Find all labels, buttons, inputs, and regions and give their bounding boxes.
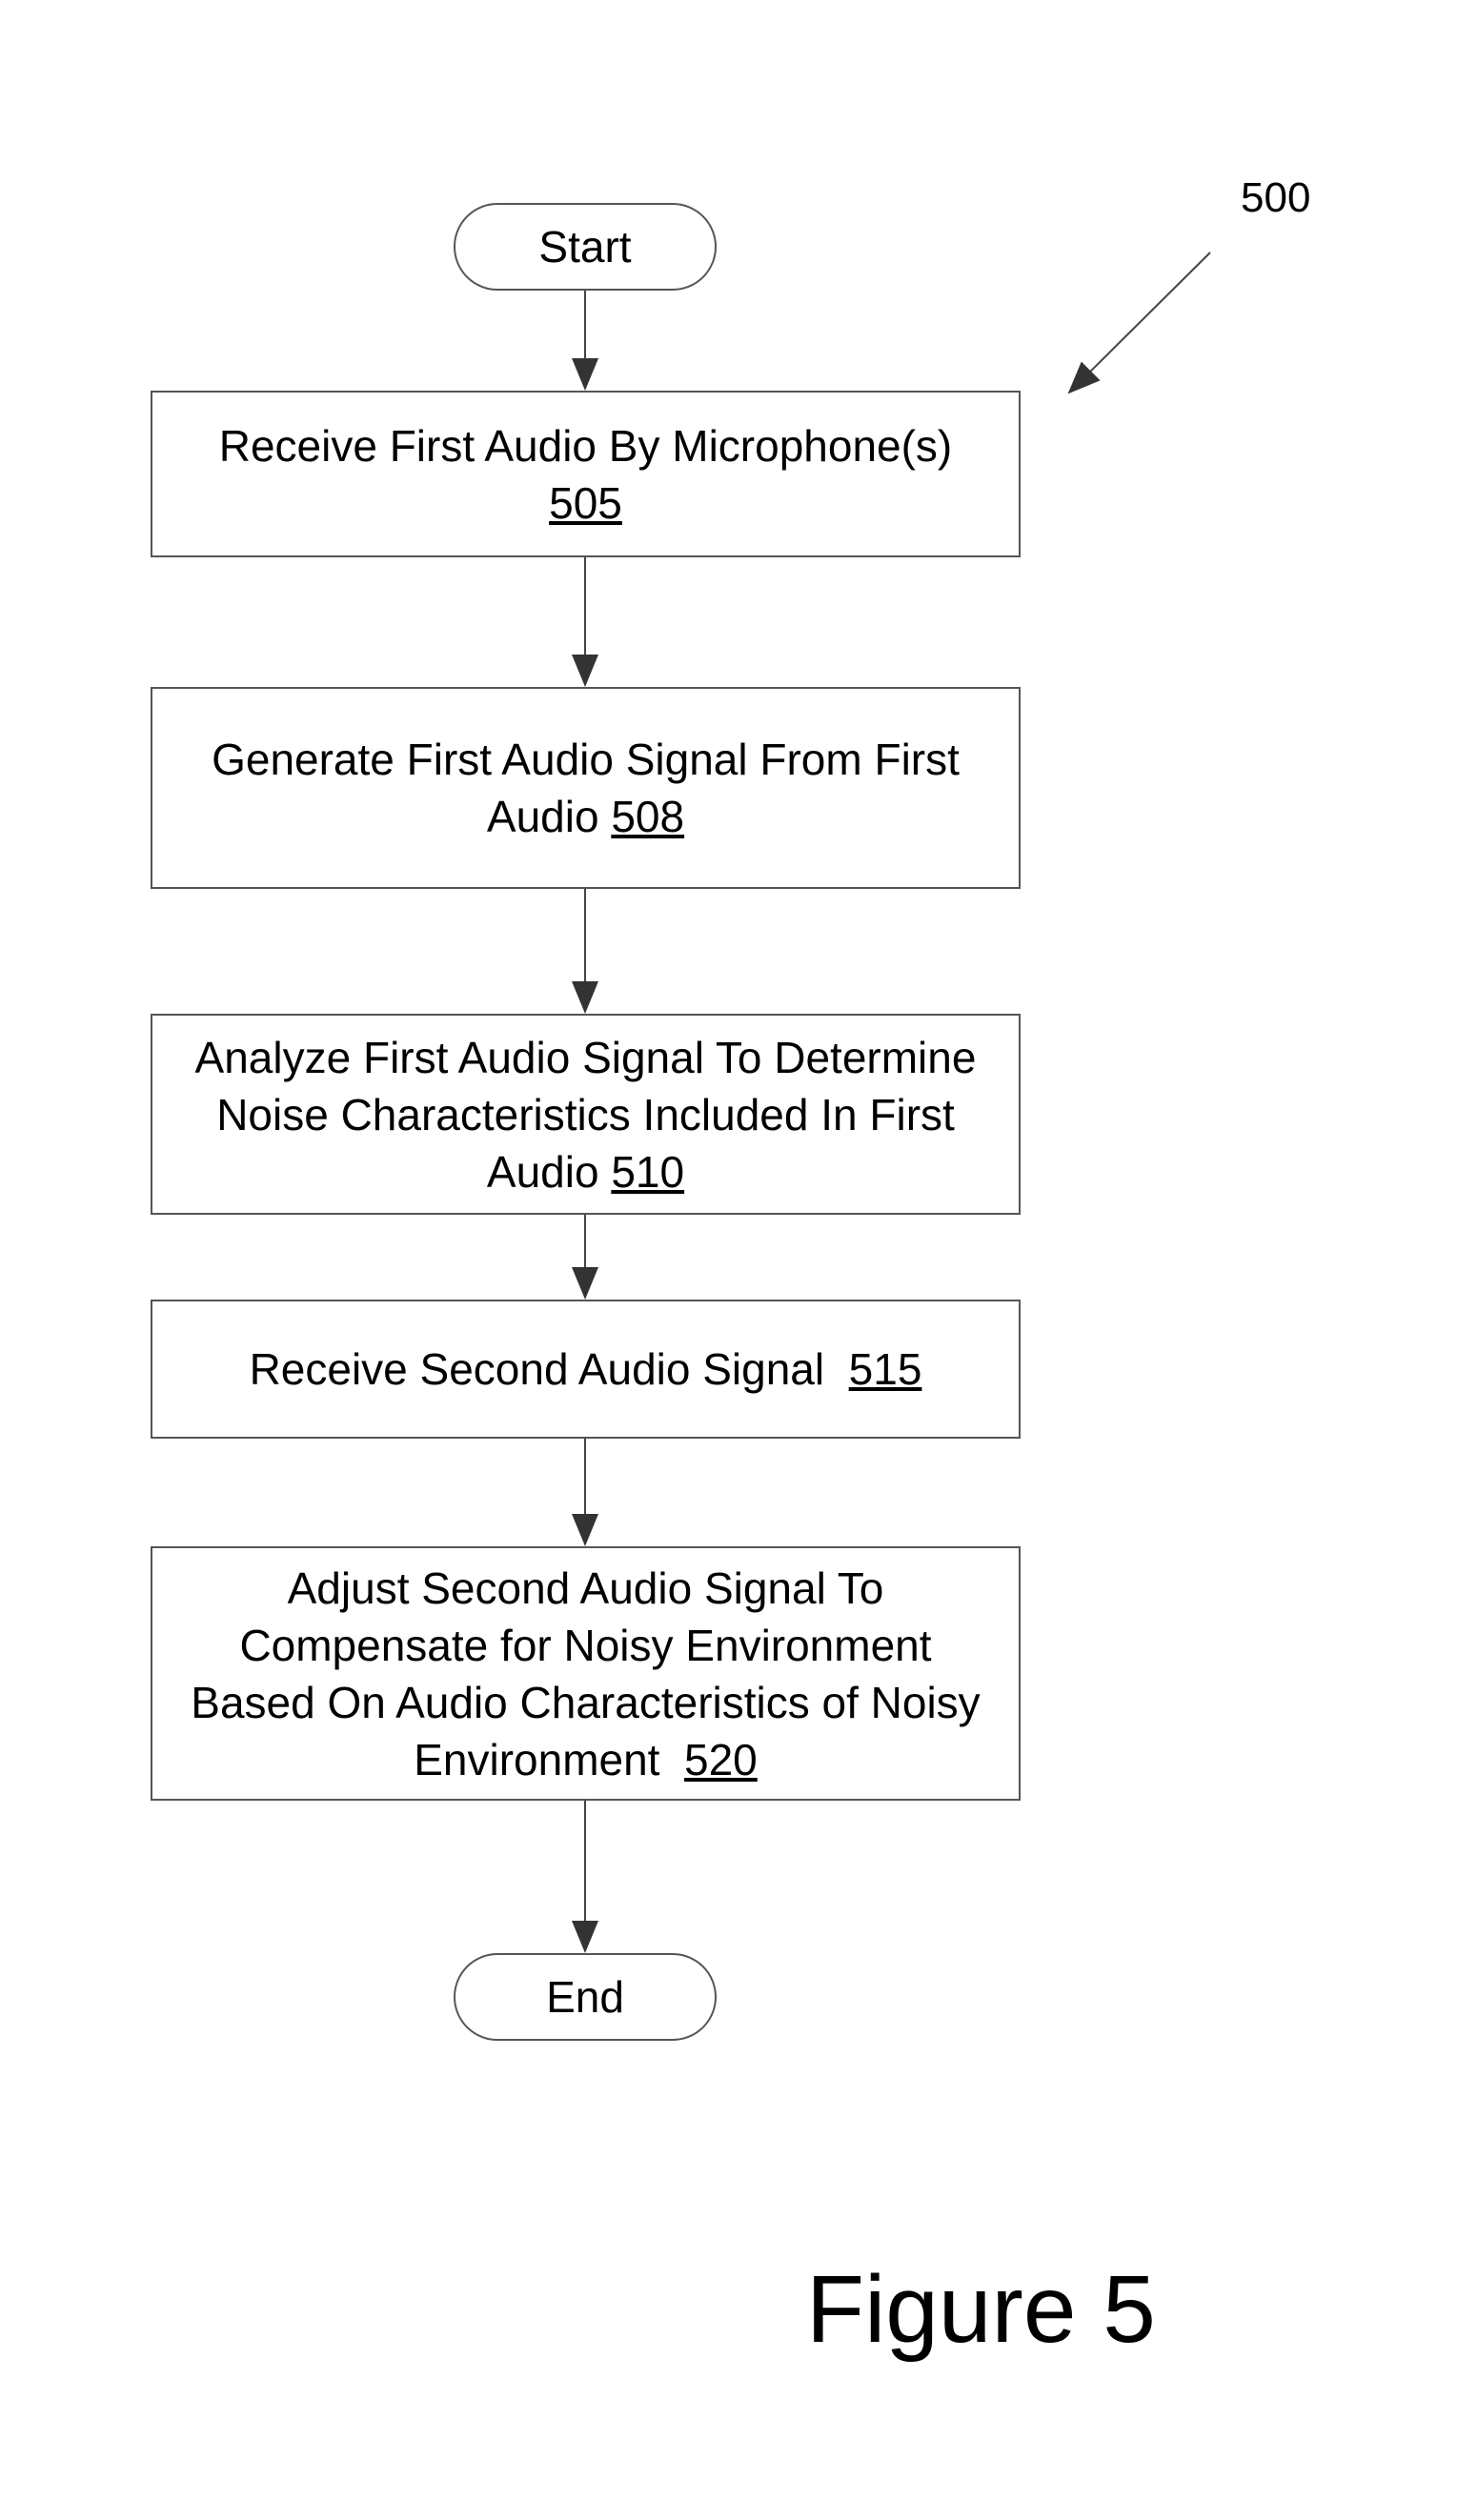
- step-box-508: Generate First Audio Signal From First A…: [151, 687, 1021, 889]
- step-515-ref: 515: [849, 1344, 922, 1394]
- step-510-ref: 510: [611, 1147, 684, 1197]
- step-box-515: Receive Second Audio Signal 515: [151, 1300, 1021, 1439]
- start-terminal: Start: [454, 203, 717, 291]
- step-510-trailing: Audio: [487, 1147, 611, 1197]
- step-508-trailing: Audio: [487, 792, 611, 841]
- step-510-line-2: Noise Characteristics Included In First: [195, 1086, 977, 1143]
- diagram-reference-number: 500: [1241, 174, 1310, 222]
- step-508-line-1: Generate First Audio Signal From First: [212, 731, 960, 788]
- step-520-line-3: Based On Audio Characteristics of Noisy: [191, 1674, 980, 1731]
- step-508-ref: 508: [611, 792, 684, 841]
- reference-pointer-arrow: [1069, 252, 1210, 393]
- step-box-520: Adjust Second Audio Signal To Compensate…: [151, 1546, 1021, 1801]
- step-520-ref: 520: [684, 1735, 758, 1784]
- step-520-trailing: Environment: [414, 1735, 684, 1784]
- step-515-trailing: Receive Second Audio Signal: [250, 1344, 849, 1394]
- step-505-line-1: Receive First Audio By Microphone(s): [219, 417, 953, 474]
- step-520-line-1: Adjust Second Audio Signal To: [191, 1560, 980, 1617]
- figure-caption: Figure 5: [806, 2255, 1156, 2365]
- end-terminal: End: [454, 1953, 717, 2041]
- step-505-ref: 505: [549, 478, 622, 528]
- end-label: End: [546, 1971, 624, 2023]
- start-label: Start: [538, 221, 631, 272]
- step-box-510: Analyze First Audio Signal To Determine …: [151, 1014, 1021, 1215]
- step-510-line-1: Analyze First Audio Signal To Determine: [195, 1029, 977, 1086]
- step-520-line-2: Compensate for Noisy Environment: [191, 1617, 980, 1674]
- step-box-505: Receive First Audio By Microphone(s) 505: [151, 391, 1021, 557]
